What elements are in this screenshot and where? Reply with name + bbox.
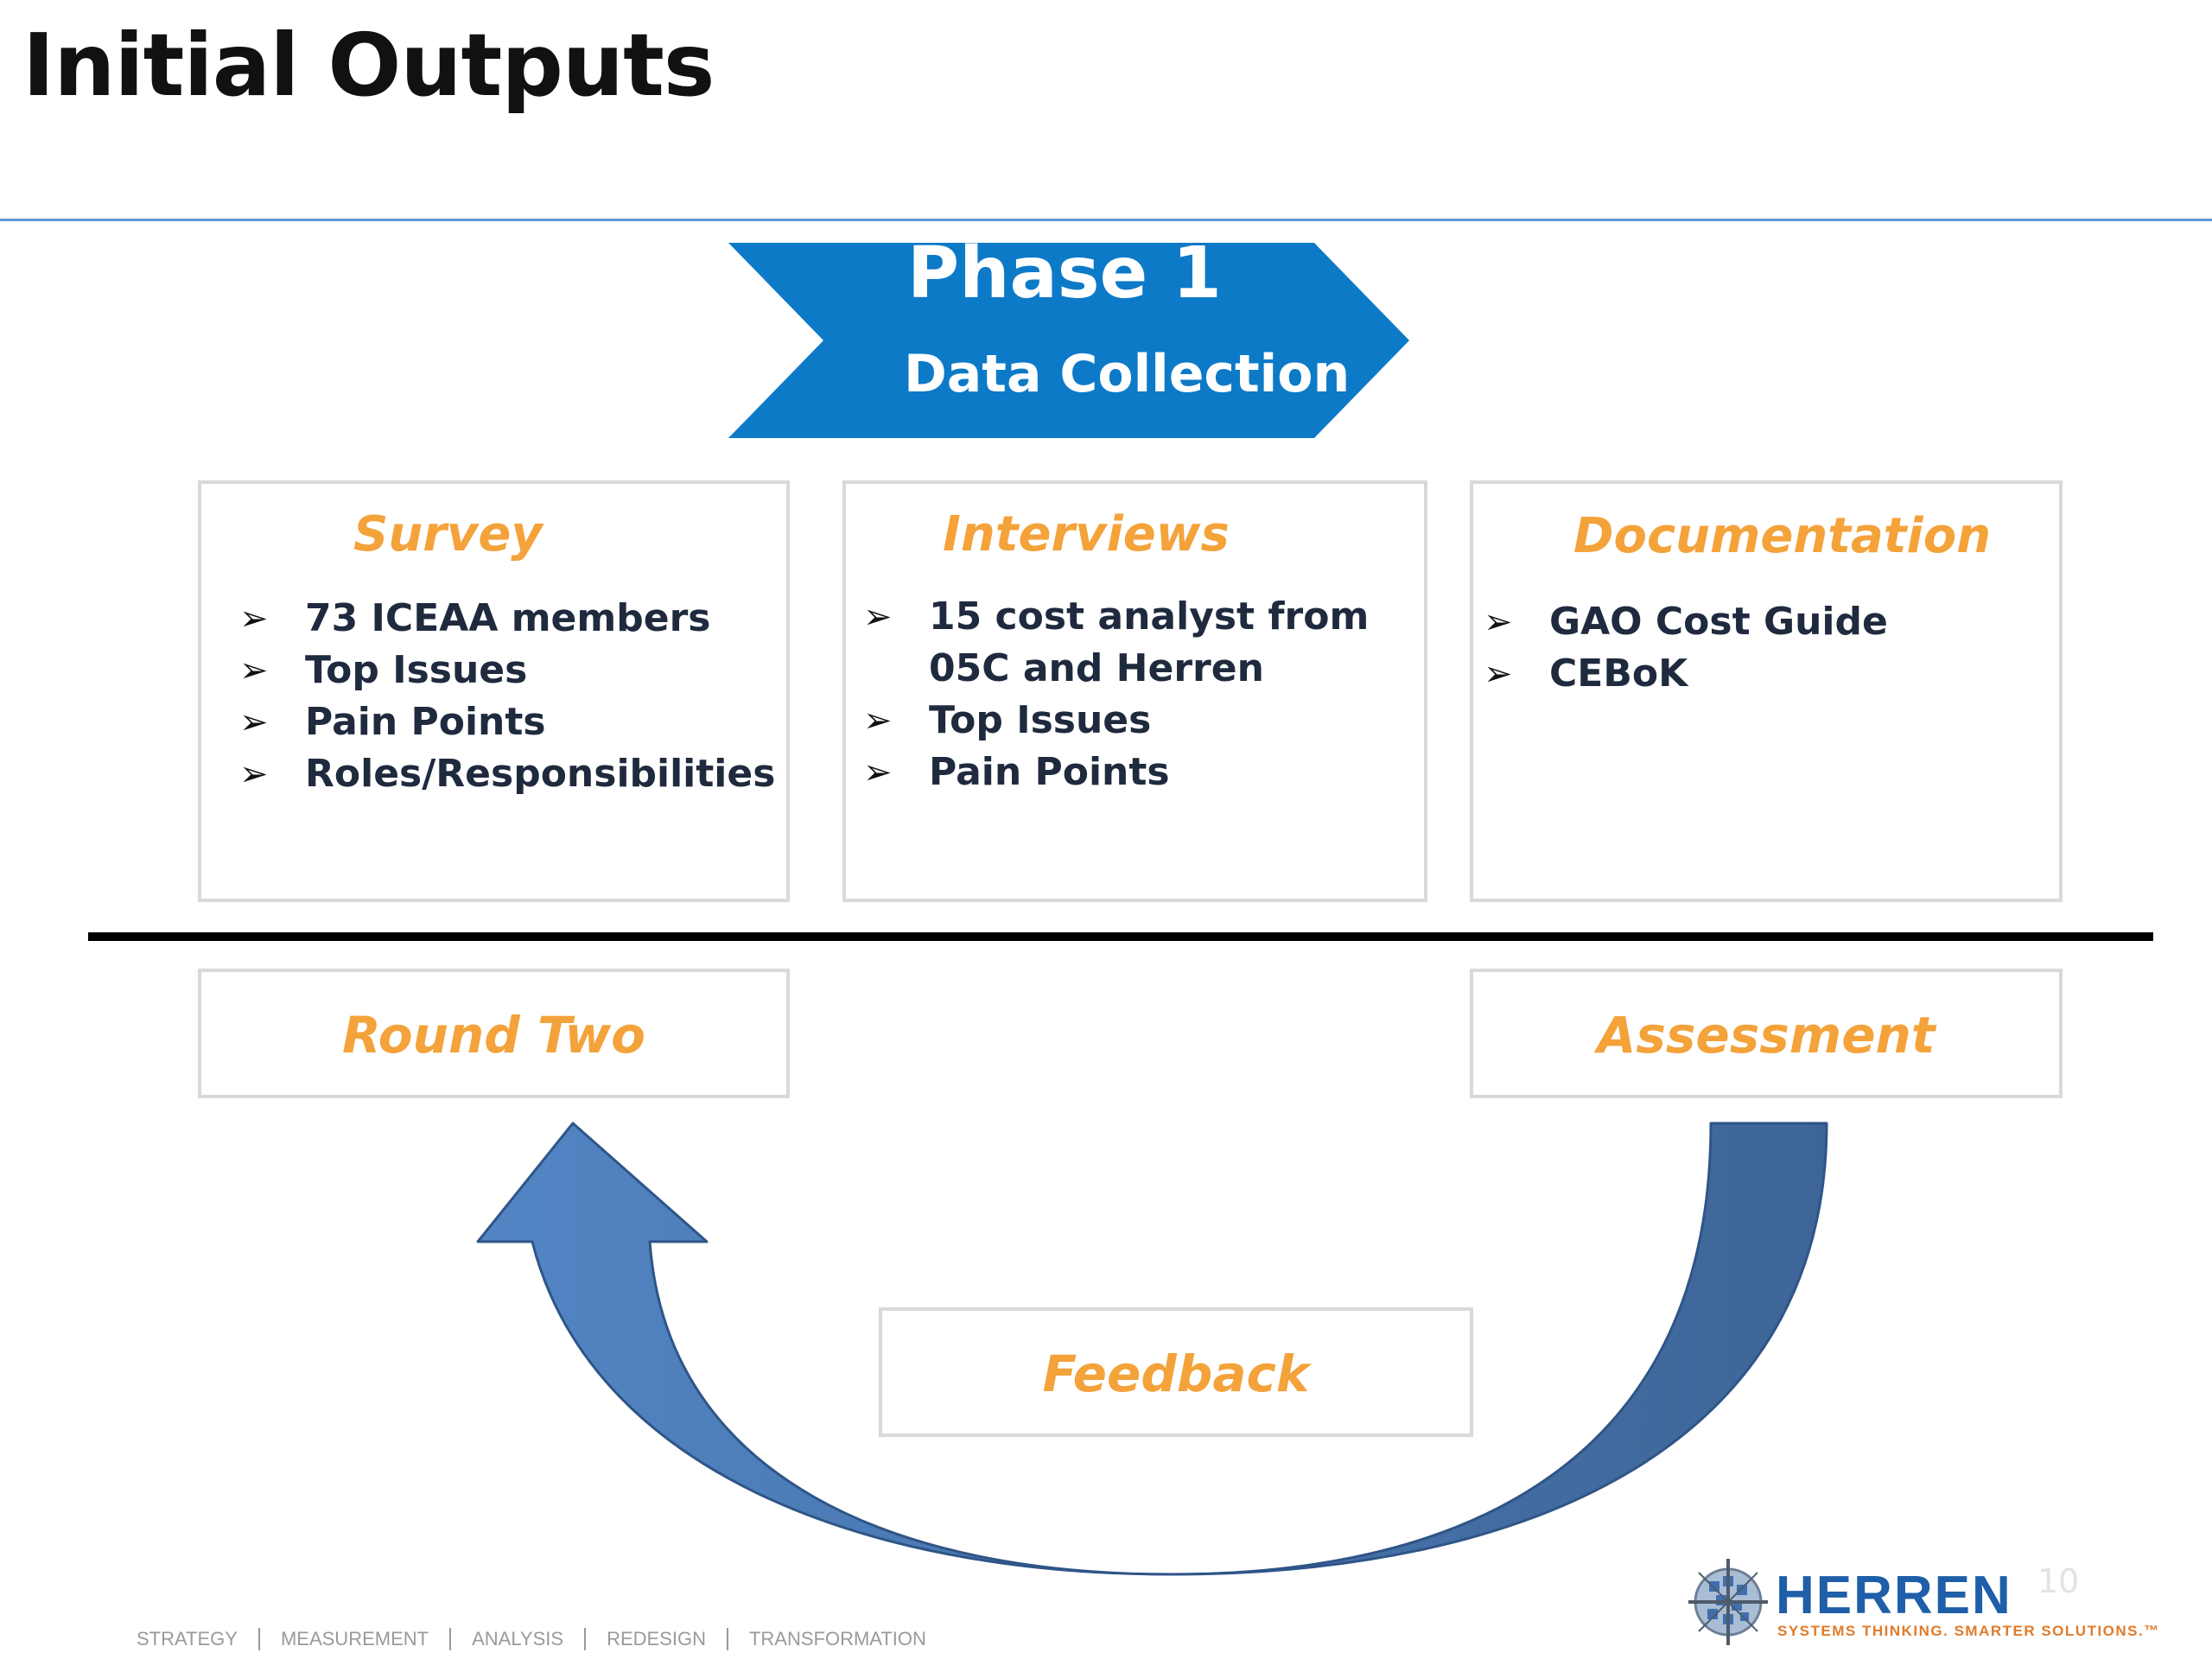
footer-nav: STRATEGY MEASUREMENT ANALYSIS REDESIGN T… — [137, 1628, 926, 1650]
arrow-bullet-icon: ➢ — [1484, 654, 1513, 694]
feedback-cycle-arrow — [476, 1122, 1828, 1576]
list-item: ➢ 15 cost analyst from 05C and Herren — [863, 591, 1416, 695]
arrow-bullet-icon: ➢ — [239, 599, 269, 639]
survey-list: ➢ 73 ICEAA members ➢ Top Issues ➢ Pain Poin… — [239, 593, 775, 800]
list-item-text: Top Issues — [929, 698, 1152, 742]
arrow-bullet-icon: ➢ — [1484, 602, 1513, 642]
list-item-text: GAO Cost Guide — [1549, 600, 1888, 644]
arrow-bullet-icon: ➢ — [239, 702, 269, 742]
feedback-box: Feedback — [879, 1307, 1473, 1437]
round-two-label: Round Two — [342, 1006, 645, 1065]
globe-logo-icon — [1688, 1559, 1768, 1645]
list-item: ➢ Top Issues — [239, 645, 775, 696]
footer-separator — [449, 1628, 452, 1650]
arrow-bullet-icon: ➢ — [863, 701, 893, 741]
footer-separator — [584, 1628, 587, 1650]
phase-chevron-shape — [728, 243, 1409, 438]
arrow-bullet-icon: ➢ — [239, 651, 269, 690]
list-item: ➢ CEBoK — [1484, 648, 1888, 700]
round-two-box: Round Two — [198, 969, 790, 1098]
footer-item: TRANSFORMATION — [748, 1628, 926, 1649]
survey-box: Survey ➢ 73 ICEAA members ➢ Top Issues ➢ Pa… — [198, 480, 790, 902]
assessment-label: Assessment — [1597, 1006, 1936, 1065]
arrow-bullet-icon: ➢ — [863, 753, 893, 792]
interviews-box: Interviews ➢ 15 cost analyst from 05C and… — [842, 480, 1427, 902]
list-item-text: 15 cost analyst from 05C and Herren — [929, 594, 1370, 690]
list-item-text: 73 ICEAA members — [305, 596, 711, 640]
footer-item: STRATEGY — [137, 1628, 238, 1649]
footer-item: REDESIGN — [607, 1628, 706, 1649]
list-item-text: Roles/Responsibilities — [305, 752, 776, 796]
list-item: ➢ Pain Points — [239, 696, 775, 748]
title-rule — [0, 219, 2212, 221]
interviews-heading: Interviews — [943, 506, 1230, 563]
phase-title: Phase 1 — [907, 232, 1222, 315]
list-item: ➢ GAO Cost Guide — [1484, 596, 1888, 648]
page-number: 10 — [2037, 1562, 2080, 1600]
documentation-heading: Documentation — [1573, 508, 1992, 564]
footer-item: ANALYSIS — [472, 1628, 564, 1649]
list-item: ➢ Top Issues — [863, 695, 1416, 747]
list-item: ➢ 73 ICEAA members — [239, 593, 775, 645]
footer-separator — [726, 1628, 728, 1650]
survey-heading: Survey — [353, 506, 543, 563]
list-item-text: Top Issues — [305, 648, 528, 692]
interviews-list: ➢ 15 cost analyst from 05C and Herren ➢ To… — [863, 591, 1416, 798]
documentation-box: Documentation ➢ GAO Cost Guide ➢ CEBoK — [1470, 480, 2063, 902]
list-item: ➢ Roles/Responsibilities — [239, 748, 775, 800]
feedback-label: Feedback — [1042, 1344, 1310, 1403]
list-item-text: Pain Points — [305, 700, 546, 744]
assessment-box: Assessment — [1470, 969, 2063, 1098]
phase-subtitle: Data Collection — [904, 344, 1351, 404]
list-item-text: CEBoK — [1549, 652, 1688, 696]
arrow-bullet-icon: ➢ — [239, 754, 269, 794]
arrow-bullet-icon: ➢ — [863, 597, 893, 637]
footer-separator — [257, 1628, 260, 1650]
footer-item: MEASUREMENT — [280, 1628, 429, 1649]
list-item-text: Pain Points — [929, 750, 1170, 794]
section-divider — [88, 932, 2153, 941]
logo-wordmark: HERREN — [1776, 1566, 2012, 1625]
logo-tagline: SYSTEMS THINKING. SMARTER SOLUTIONS.™ — [1777, 1623, 2160, 1639]
slide-title: Initial Outputs — [22, 15, 715, 116]
list-item: ➢ Pain Points — [863, 747, 1416, 798]
documentation-list: ➢ GAO Cost Guide ➢ CEBoK — [1484, 596, 1888, 700]
